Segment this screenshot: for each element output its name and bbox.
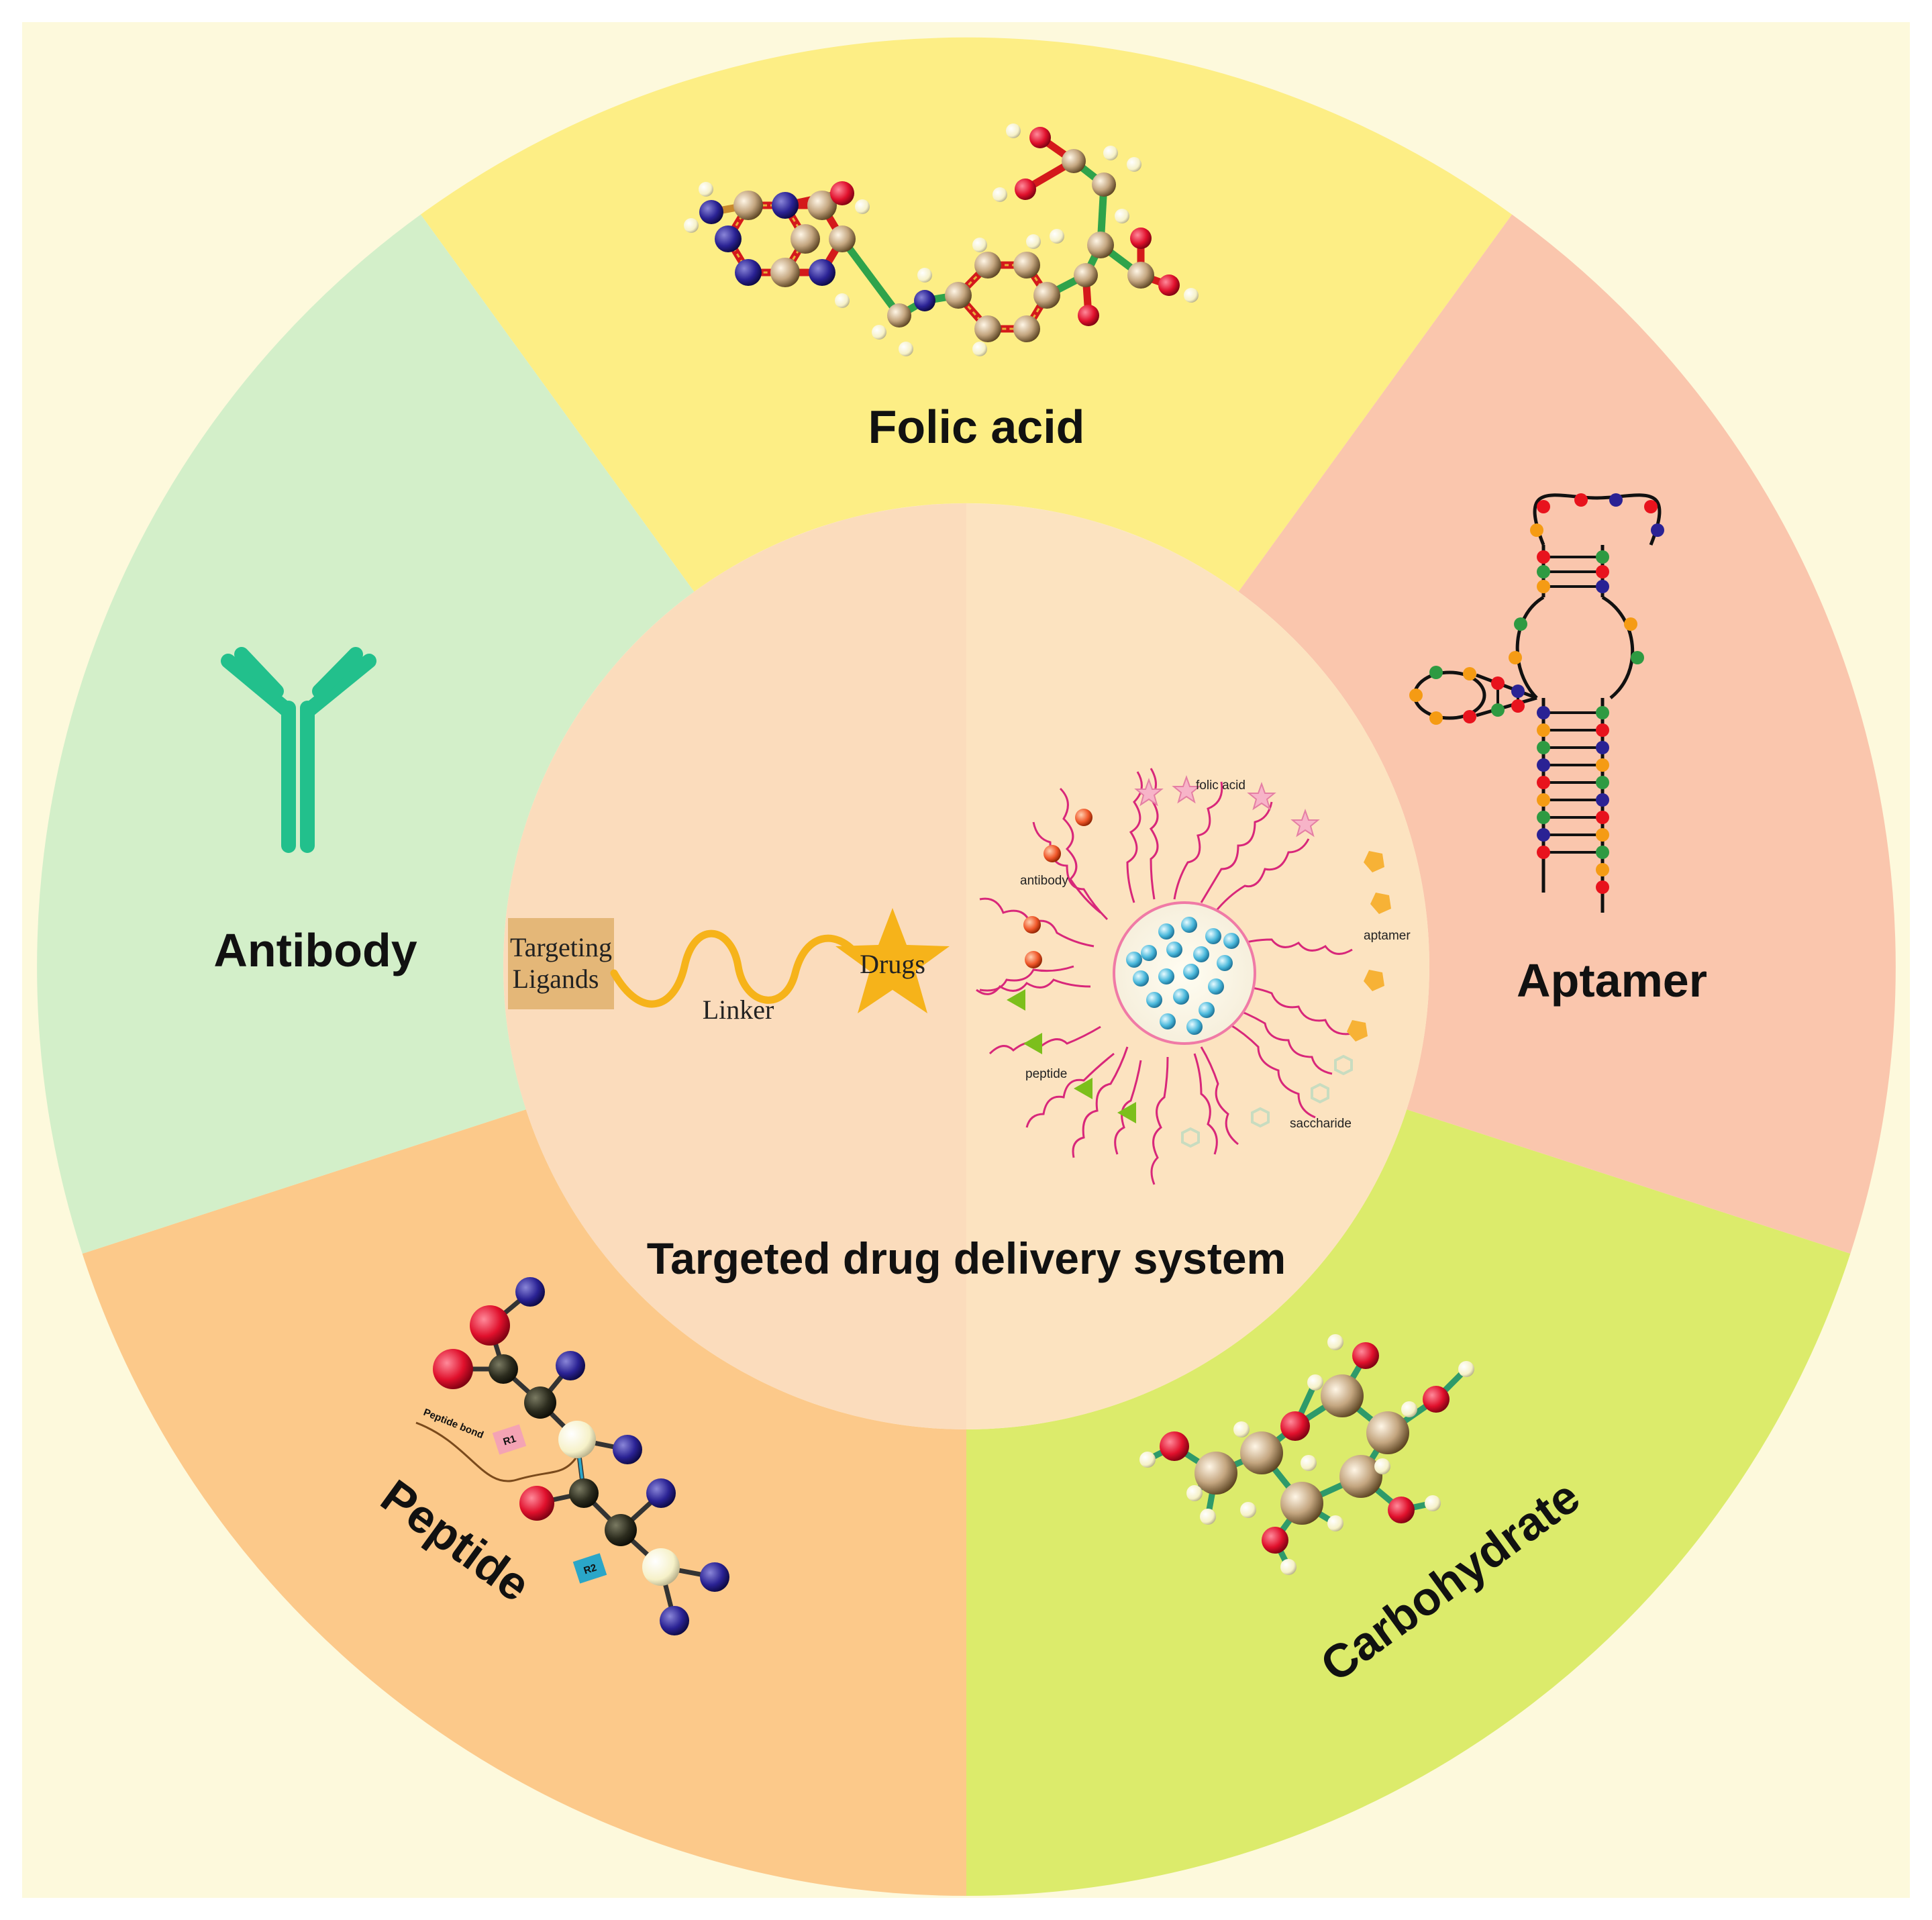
targeting-ligand-label-line1: Targeting [510, 932, 612, 962]
np-label-aptamer: aptamer [1364, 929, 1411, 943]
targeting-ligand-label-line2: Ligands [513, 964, 599, 994]
label-antibody: Antibody [213, 924, 417, 976]
nanoparticle: folic acid antibody aptamer peptide sacc… [976, 768, 1411, 1185]
targeting-ligand-box [508, 918, 614, 1009]
nanoparticle-polymer-chains [976, 768, 1353, 1185]
r1-marker [492, 1424, 527, 1455]
r2-label: R2 [582, 1562, 599, 1576]
center-title: Targeted drug delivery system [647, 1233, 1286, 1283]
label-folic-acid: Folic acid [868, 401, 1085, 453]
aptamer-ligand-shapes [1347, 851, 1391, 1042]
linker-chain [610, 929, 860, 1008]
folic-acid-molecule [684, 123, 1199, 356]
peptide-structure: R1 R2 Peptide bond [415, 1277, 729, 1635]
np-label-folic-acid: folic acid [1196, 778, 1245, 793]
drug-label: Drugs [860, 949, 925, 979]
r2-marker [572, 1553, 607, 1584]
aptamer-structure [1409, 493, 1664, 913]
drug-star [835, 908, 950, 1013]
linker-label: Linker [703, 995, 774, 1025]
antibody-icon [221, 647, 376, 853]
r1-label: R1 [502, 1433, 518, 1448]
label-aptamer: Aptamer [1517, 954, 1707, 1007]
carbohydrate-molecule [1139, 1334, 1474, 1575]
peptide-ligand-triangles [1007, 989, 1136, 1123]
segment-folic-acid [420, 37, 1513, 592]
segment-aptamer [1238, 214, 1896, 1254]
np-label-saccharide: saccharide [1290, 1117, 1352, 1131]
folic-acid-stars [1134, 775, 1320, 838]
np-label-peptide: peptide [1025, 1067, 1067, 1081]
antibody-ligand-balls [1023, 809, 1092, 968]
segment-antibody [37, 214, 695, 1254]
np-label-antibody: antibody [1020, 874, 1068, 888]
ligand-linker-drug-construct: Targeting Ligands Linker Drugs [508, 908, 950, 1025]
saccharide-ligand-shapes [1181, 1054, 1353, 1148]
core-drug-spheres [1126, 917, 1239, 1035]
